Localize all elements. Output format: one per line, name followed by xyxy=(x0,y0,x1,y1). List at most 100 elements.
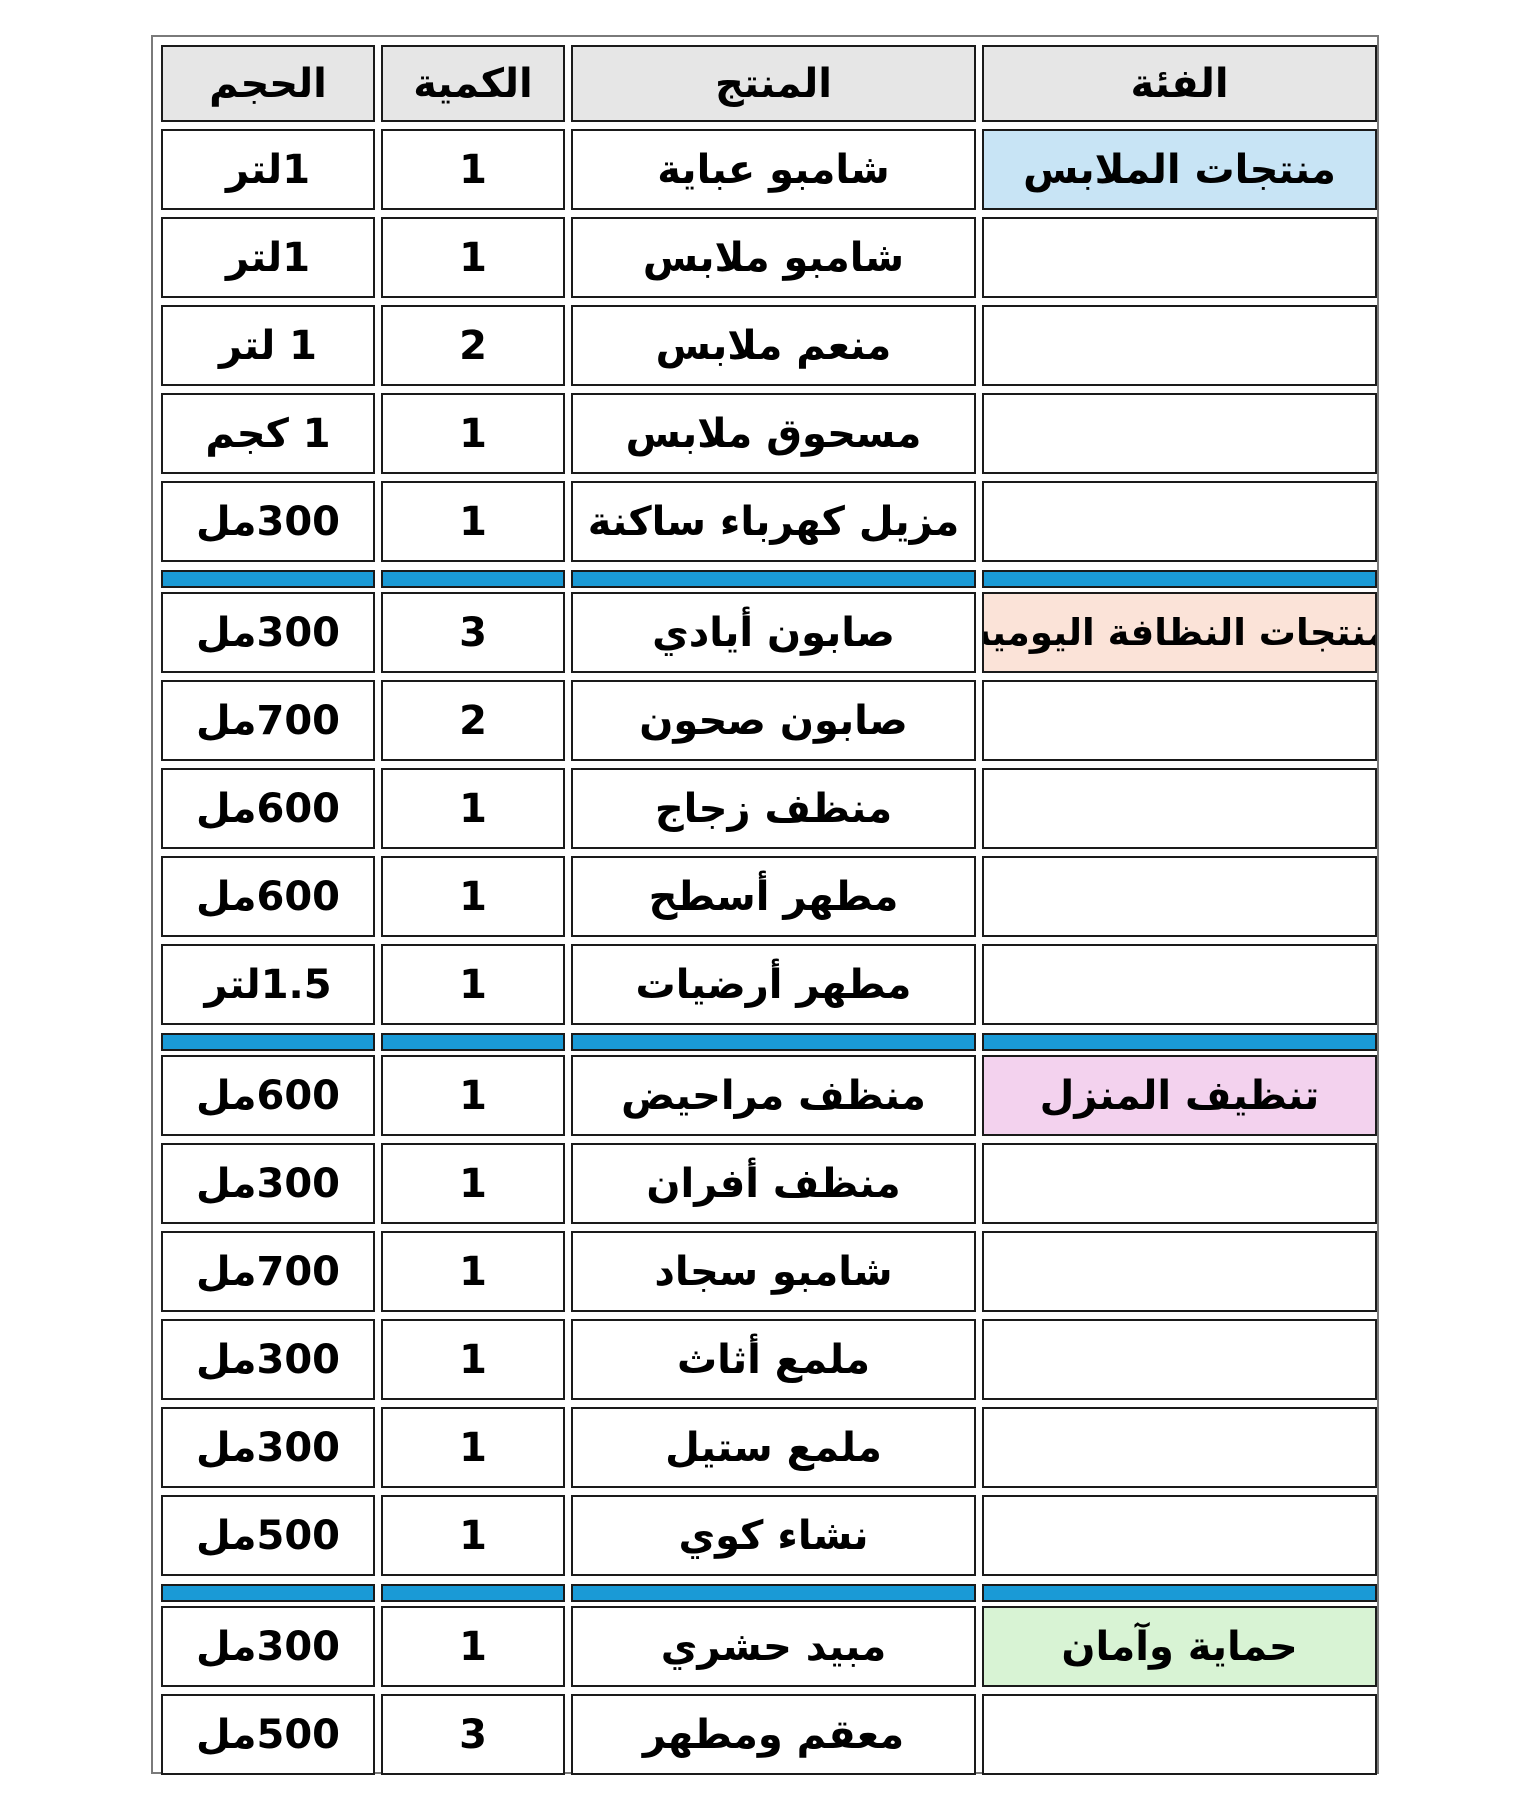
size-cell-text: 700مل xyxy=(196,1248,340,1295)
product-cell-text: ملمع أثاث xyxy=(676,1336,871,1383)
quantity-cell: 1 xyxy=(381,481,565,562)
size-cell: 300مل xyxy=(161,481,375,562)
size-cell: 700مل xyxy=(161,680,375,761)
separator-bar xyxy=(982,1033,1377,1051)
size-cell: 500مل xyxy=(161,1495,375,1576)
quantity-cell-text: 1 xyxy=(459,498,487,545)
separator-bar xyxy=(571,1584,976,1602)
quantity-cell-text: 2 xyxy=(459,697,487,744)
category-label-text: منتجات النظافة اليومية xyxy=(982,611,1377,654)
quantity-cell: 2 xyxy=(381,305,565,386)
category-empty-cell xyxy=(982,1495,1377,1576)
size-cell: 1 كجم xyxy=(161,393,375,474)
quantity-cell: 1 xyxy=(381,1319,565,1400)
size-cell-text: 1.5لتر xyxy=(204,961,332,1008)
category-empty-cell xyxy=(982,1231,1377,1312)
product-cell: صابون صحون xyxy=(571,680,976,761)
size-cell: 600مل xyxy=(161,768,375,849)
header-quantity-text: الكمية xyxy=(413,60,533,107)
quantity-cell: 1 xyxy=(381,1495,565,1576)
separator-bar xyxy=(982,1584,1377,1602)
product-cell-text: منظف مراحيض xyxy=(621,1072,926,1119)
quantity-cell: 1 xyxy=(381,393,565,474)
size-cell: 300مل xyxy=(161,1143,375,1224)
product-cell-text: مطهر أرضيات xyxy=(635,961,912,1008)
category-empty-cell xyxy=(982,481,1377,562)
category-label: حماية وآمان xyxy=(982,1606,1377,1687)
size-cell-text: 1لتر xyxy=(225,146,311,193)
category-empty-cell xyxy=(982,1319,1377,1400)
separator-bar xyxy=(161,570,375,588)
quantity-cell: 1 xyxy=(381,217,565,298)
size-cell: 1.5لتر xyxy=(161,944,375,1025)
quantity-cell-text: 1 xyxy=(459,1248,487,1295)
separator-bar xyxy=(381,570,565,588)
product-cell: شامبو عباية xyxy=(571,129,976,210)
separator-bar xyxy=(982,570,1377,588)
quantity-cell-text: 1 xyxy=(459,1512,487,1559)
product-cell: نشاء كوي xyxy=(571,1495,976,1576)
product-cell: ملمع ستيل xyxy=(571,1407,976,1488)
product-cell: مبيد حشري xyxy=(571,1606,976,1687)
quantity-cell-text: 1 xyxy=(459,1160,487,1207)
category-empty-cell xyxy=(982,1143,1377,1224)
category-label: تنظيف المنزل xyxy=(982,1055,1377,1136)
size-cell-text: 1 لتر xyxy=(219,322,317,369)
product-cell-text: صابون صحون xyxy=(639,697,908,744)
category-empty-cell xyxy=(982,393,1377,474)
size-cell-text: 300مل xyxy=(196,609,340,656)
category-empty-cell xyxy=(982,768,1377,849)
quantity-cell: 3 xyxy=(381,1694,565,1775)
size-cell: 300مل xyxy=(161,1407,375,1488)
quantity-cell-text: 1 xyxy=(459,785,487,832)
size-cell-text: 300مل xyxy=(196,1623,340,1670)
category-empty-cell xyxy=(982,856,1377,937)
size-cell-text: 500مل xyxy=(196,1512,340,1559)
category-label: منتجات النظافة اليومية xyxy=(982,592,1377,673)
size-cell-text: 500مل xyxy=(196,1711,340,1758)
header-size-text: الحجم xyxy=(209,60,327,107)
header-category: الفئة xyxy=(982,45,1377,122)
category-empty-cell xyxy=(982,217,1377,298)
category-empty-cell xyxy=(982,680,1377,761)
quantity-cell-text: 2 xyxy=(459,322,487,369)
category-label-text: تنظيف المنزل xyxy=(1039,1072,1320,1119)
quantity-cell: 1 xyxy=(381,1407,565,1488)
size-cell: 1لتر xyxy=(161,129,375,210)
product-cell-text: مطهر أسطح xyxy=(648,873,899,920)
size-cell-text: 1لتر xyxy=(225,234,311,281)
category-empty-cell xyxy=(982,1407,1377,1488)
product-cell-text: منظف أفران xyxy=(646,1160,901,1207)
quantity-cell: 1 xyxy=(381,129,565,210)
quantity-cell: 1 xyxy=(381,1606,565,1687)
product-cell-text: شامبو سجاد xyxy=(654,1248,893,1295)
product-cell: منظف أفران xyxy=(571,1143,976,1224)
product-cell: مطهر أرضيات xyxy=(571,944,976,1025)
product-cell: مزيل كهرباء ساكنة xyxy=(571,481,976,562)
header-product-text: المنتج xyxy=(714,60,833,107)
separator-bar xyxy=(381,1033,565,1051)
product-cell-text: مزيل كهرباء ساكنة xyxy=(587,498,960,545)
product-cell-text: منظف زجاج xyxy=(654,785,893,832)
quantity-cell-text: 1 xyxy=(459,873,487,920)
quantity-cell-text: 1 xyxy=(459,1072,487,1119)
size-cell: 700مل xyxy=(161,1231,375,1312)
product-cell: ملمع أثاث xyxy=(571,1319,976,1400)
header-product: المنتج xyxy=(571,45,976,122)
quantity-cell: 1 xyxy=(381,768,565,849)
product-cell-text: مبيد حشري xyxy=(660,1623,887,1670)
product-cell: مسحوق ملابس xyxy=(571,393,976,474)
products-table: الفئة المنتج الكمية الحجم منتجات الملابس شامب… xyxy=(151,35,1379,1775)
quantity-cell: 2 xyxy=(381,680,565,761)
quantity-cell: 3 xyxy=(381,592,565,673)
category-label: منتجات الملابس xyxy=(982,129,1377,210)
quantity-cell-text: 1 xyxy=(459,234,487,281)
size-cell-text: 300مل xyxy=(196,1424,340,1471)
product-cell: مطهر أسطح xyxy=(571,856,976,937)
header-quantity: الكمية xyxy=(381,45,565,122)
product-cell-text: مسحوق ملابس xyxy=(625,410,922,457)
category-empty-cell xyxy=(982,944,1377,1025)
size-cell: 1 لتر xyxy=(161,305,375,386)
product-cell-text: شامبو عباية xyxy=(657,146,890,193)
size-cell-text: 600مل xyxy=(196,785,340,832)
